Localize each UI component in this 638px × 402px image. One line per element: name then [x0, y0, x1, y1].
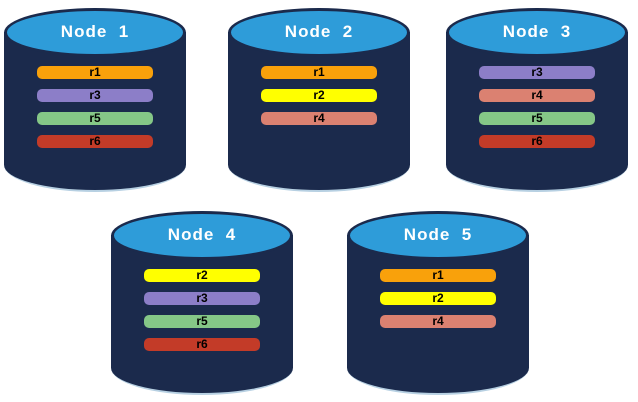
node-4-title: Node 4: [167, 224, 237, 244]
node-3-cylinder: Node 3 r3 r4 r5 r6: [446, 8, 628, 192]
replica-bar-r5: r5: [37, 112, 153, 125]
node-2-title: Node 2: [284, 21, 354, 41]
replica-bar-r4: r4: [479, 89, 595, 102]
replica-bar-r5: r5: [144, 315, 260, 328]
replica-bar-r3: r3: [479, 66, 595, 79]
node-4-cylinder: Node 4 r2 r3 r5 r6: [111, 211, 293, 395]
node-4-replica-list: r2 r3 r5 r6: [111, 269, 293, 351]
node-3-replica-list: r3 r4 r5 r6: [446, 66, 628, 148]
node-1-title: Node 1: [60, 21, 130, 41]
replica-bar-r3: r3: [37, 89, 153, 102]
node-4-cylinder-top: Node 4: [111, 211, 293, 260]
replica-bar-r2: r2: [144, 269, 260, 282]
node-5-cylinder-top: Node 5: [347, 211, 529, 260]
node-2-cylinder-top: Node 2: [228, 8, 410, 57]
node-5-replica-list: r1 r2 r4: [347, 269, 529, 328]
replica-bar-r1: r1: [37, 66, 153, 79]
replica-bar-r6: r6: [144, 338, 260, 351]
node-3-title: Node 3: [502, 21, 572, 41]
replica-bar-r2: r2: [380, 292, 496, 305]
replica-bar-r1: r1: [261, 66, 377, 79]
node-5-title: Node 5: [403, 224, 473, 244]
replica-bar-r6: r6: [37, 135, 153, 148]
node-1-cylinder: Node 1 r1 r3 r5 r6: [4, 8, 186, 192]
replica-bar-r2: r2: [261, 89, 377, 102]
replica-bar-r1: r1: [380, 269, 496, 282]
replica-bar-r3: r3: [144, 292, 260, 305]
replica-bar-r5: r5: [479, 112, 595, 125]
node-1-replica-list: r1 r3 r5 r6: [4, 66, 186, 148]
node-2-replica-list: r1 r2 r4: [228, 66, 410, 125]
replica-bar-r4: r4: [380, 315, 496, 328]
replica-bar-r6: r6: [479, 135, 595, 148]
replica-bar-r4: r4: [261, 112, 377, 125]
node-3-cylinder-top: Node 3: [446, 8, 628, 57]
node-5-cylinder: Node 5 r1 r2 r4: [347, 211, 529, 395]
node-2-cylinder: Node 2 r1 r2 r4: [228, 8, 410, 192]
node-1-cylinder-top: Node 1: [4, 8, 186, 57]
